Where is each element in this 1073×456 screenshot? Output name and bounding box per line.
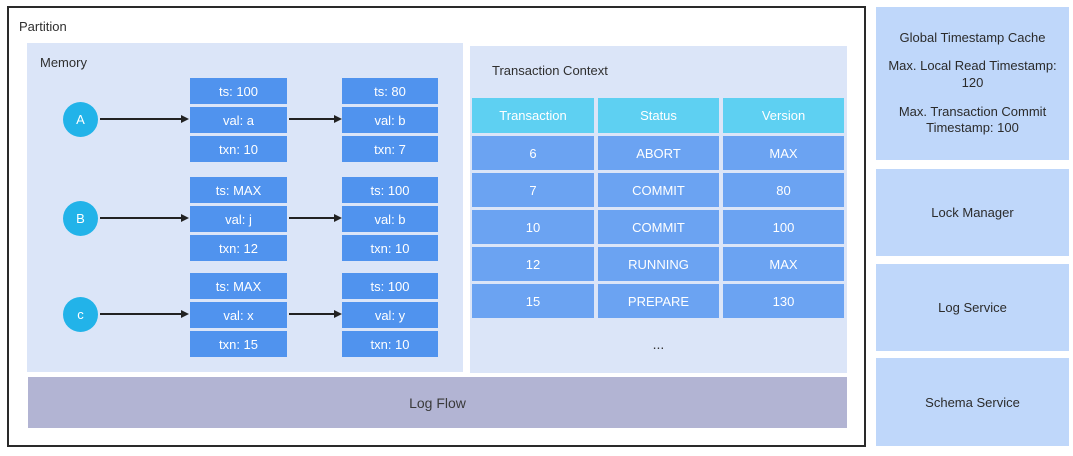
log-flow-bar: Log Flow xyxy=(28,377,847,428)
memory-panel: Memory A ts: 100 val: a txn: 10 ts: 80 v… xyxy=(27,43,463,372)
max-transaction-commit-timestamp: Max. Transaction Commit Timestamp: 100 xyxy=(898,103,1047,136)
table-cell: 15 xyxy=(472,284,594,318)
table-cell: ABORT xyxy=(598,136,719,170)
table-cell: RUNNING xyxy=(598,247,719,281)
table-cell: MAX xyxy=(723,136,844,170)
record-cell-ts: ts: MAX xyxy=(190,273,287,299)
record-cell-val: val: y xyxy=(342,302,438,328)
table-cell: COMMIT xyxy=(598,173,719,207)
log-service-box: Log Service xyxy=(876,264,1069,351)
record-cell-ts: ts: MAX xyxy=(190,177,287,203)
max-local-read-timestamp: Max. Local Read Timestamp: 120 xyxy=(888,57,1057,90)
memory-key-node-b: B xyxy=(63,201,98,236)
arrow-c-version1-to-version2 xyxy=(289,310,342,318)
table-cell: COMMIT xyxy=(598,210,719,244)
record-cell-txn: txn: 10 xyxy=(190,136,287,162)
transaction-context-title: Transaction Context xyxy=(492,63,608,78)
arrow-a-version1-to-version2 xyxy=(289,115,342,123)
record-cell-txn: txn: 7 xyxy=(342,136,438,162)
column-header-transaction: Transaction xyxy=(472,98,594,133)
record-cell-val: val: b xyxy=(342,206,438,232)
record-cell-txn: txn: 10 xyxy=(342,235,438,261)
transaction-context-panel: Transaction Context Transaction Status V… xyxy=(470,46,847,373)
record-cell-txn: txn: 10 xyxy=(342,331,438,357)
column-header-status: Status xyxy=(598,98,719,133)
schema-service-box: Schema Service xyxy=(876,358,1069,446)
arrow-a-to-version1 xyxy=(100,115,189,123)
arrow-b-version1-to-version2 xyxy=(289,214,342,222)
record-cell-ts: ts: 100 xyxy=(342,273,438,299)
sidebar-services: Global Timestamp Cache Max. Local Read T… xyxy=(876,7,1069,446)
transaction-table: Transaction Status Version 6 ABORT MAX 7… xyxy=(472,98,844,318)
arrow-b-to-version1 xyxy=(100,214,189,222)
table-cell: 12 xyxy=(472,247,594,281)
log-service-title: Log Service xyxy=(938,300,1007,315)
table-cell: 7 xyxy=(472,173,594,207)
record-cell-val: val: a xyxy=(190,107,287,133)
memory-key-node-c: c xyxy=(63,297,98,332)
table-cell: MAX xyxy=(723,247,844,281)
record-cell-val: val: j xyxy=(190,206,287,232)
record-cell-val: val: x xyxy=(190,302,287,328)
record-cell-ts: ts: 100 xyxy=(190,78,287,104)
table-cell: 80 xyxy=(723,173,844,207)
arrow-c-to-version1 xyxy=(100,310,189,318)
memory-key-node-a: A xyxy=(63,102,98,137)
lock-manager-box: Lock Manager xyxy=(876,169,1069,256)
record-cell-val: val: b xyxy=(342,107,438,133)
lock-manager-title: Lock Manager xyxy=(931,205,1014,220)
memory-label: Memory xyxy=(40,55,87,70)
global-timestamp-cache-box: Global Timestamp Cache Max. Local Read T… xyxy=(876,7,1069,160)
record-cell-txn: txn: 12 xyxy=(190,235,287,261)
table-ellipsis: ... xyxy=(652,336,665,352)
schema-service-title: Schema Service xyxy=(925,394,1020,410)
column-header-version: Version xyxy=(723,98,844,133)
record-cell-ts: ts: 80 xyxy=(342,78,438,104)
table-cell: PREPARE xyxy=(598,284,719,318)
table-cell: 6 xyxy=(472,136,594,170)
global-timestamp-cache-title: Global Timestamp Cache xyxy=(899,29,1046,45)
partition-box: Partition Memory A ts: 100 val: a txn: 1… xyxy=(7,6,866,447)
record-cell-txn: txn: 15 xyxy=(190,331,287,357)
table-cell: 100 xyxy=(723,210,844,244)
partition-label: Partition xyxy=(19,19,67,34)
table-cell: 10 xyxy=(472,210,594,244)
record-cell-ts: ts: 100 xyxy=(342,177,438,203)
table-cell: 130 xyxy=(723,284,844,318)
